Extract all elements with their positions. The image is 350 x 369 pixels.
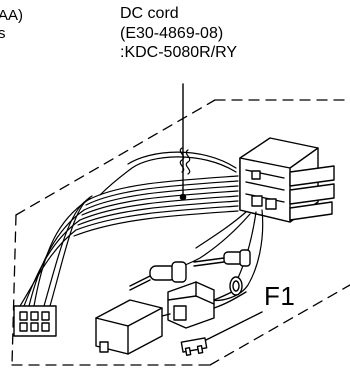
- partial-label-line-2: s: [0, 25, 6, 43]
- dashed-boundary: [11, 99, 350, 366]
- fuse-label-f1: F1: [264, 281, 296, 311]
- spare-fuse: [180, 311, 263, 356]
- small-connector: [13, 305, 57, 337]
- dc-cord-name: DC cord: [120, 5, 179, 22]
- dc-cord-label: DC cord (E30-4869-08) :KDC-5080R/RY: [120, 4, 237, 63]
- wire-bundle: [19, 147, 239, 307]
- leader-line: [179, 83, 187, 201]
- relay-module: [95, 299, 171, 355]
- round-connector-middle: [129, 261, 187, 291]
- partial-label-left: AA) s: [0, 7, 23, 44]
- fuse-holder: [167, 276, 247, 329]
- partial-label-line-1: AA): [0, 7, 24, 24]
- round-connector-upper: [193, 249, 251, 267]
- dc-cord-model: :KDC-5080R/RY: [120, 44, 238, 62]
- iso-connector: [239, 137, 335, 223]
- dc-cord-part-number: (E30-4869-08): [120, 24, 224, 42]
